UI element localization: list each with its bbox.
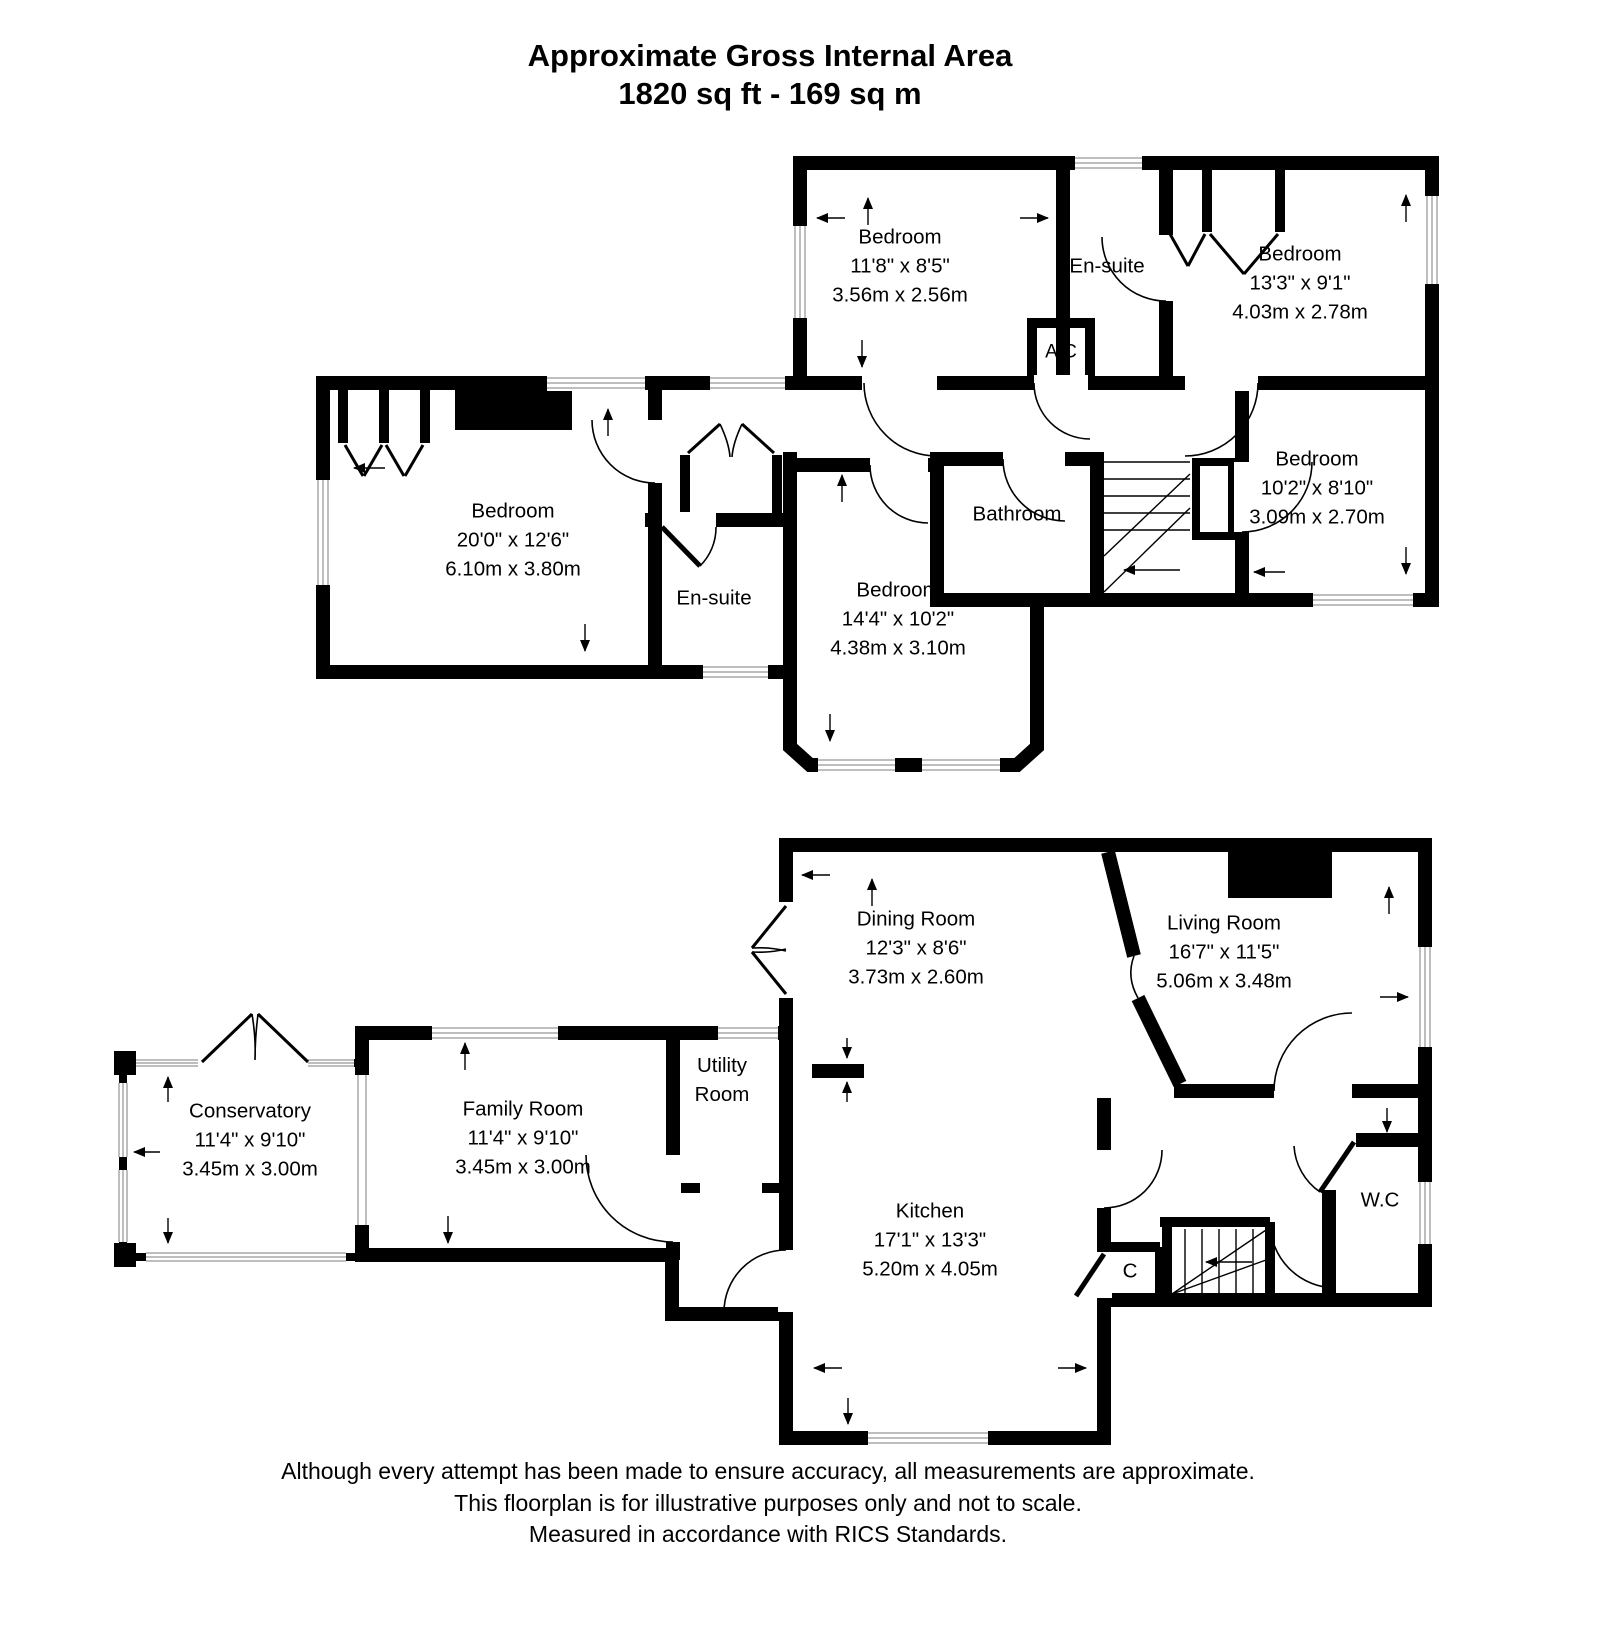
- label-dining-room: Dining Room 12'3" x 8'6" 3.73m x 2.60m: [848, 905, 984, 992]
- first-floor-windows: [315, 155, 1440, 773]
- ground-floor-door-openings: [354, 902, 1352, 1312]
- room-size-metric: 3.73m x 2.60m: [848, 965, 984, 989]
- room-name: Room: [694, 1083, 750, 1106]
- label-family-room: Family Room 11'4" x 9'10" 3.45m x 3.00m: [455, 1095, 591, 1182]
- room-size-imperial: 10'2" x 8'10": [1260, 476, 1374, 500]
- room-name: Bedroom: [1258, 242, 1342, 266]
- room-size-metric: 5.20m x 4.05m: [862, 1257, 998, 1281]
- room-size-metric: 6.10m x 3.80m: [445, 557, 581, 581]
- label-bedroom-master: Bedroom 20'0" x 12'6" 6.10m x 3.80m: [445, 497, 581, 584]
- room-name: En-suite: [1069, 254, 1145, 278]
- room-size-metric: 3.45m x 3.00m: [182, 1157, 318, 1181]
- first-floor-plan: [315, 155, 1440, 773]
- room-size-metric: 5.06m x 3.48m: [1156, 969, 1292, 993]
- room-name: Conservatory: [189, 1099, 311, 1123]
- stairs-cupboard: [1192, 458, 1236, 540]
- room-name: Dining Room: [856, 907, 976, 931]
- room-size-imperial: 17'1" x 13'3": [873, 1228, 987, 1252]
- first-floor-stairs: [1103, 461, 1191, 593]
- ground-floor-windows: [432, 947, 1433, 1446]
- room-size-metric: 4.38m x 3.10m: [830, 636, 966, 660]
- first-floor-dimension-arrows: [353, 194, 1411, 742]
- label-bedroom-top: Bedroom 11'8" x 8'5" 3.56m x 2.56m: [832, 223, 968, 310]
- room-size-imperial: 14'4" x 10'2": [841, 607, 955, 631]
- label-bedroom-topright: Bedroom 13'3" x 9'1" 4.03m x 2.78m: [1232, 240, 1368, 327]
- label-bedroom-right: Bedroom 10'2" x 8'10" 3.09m x 2.70m: [1249, 445, 1385, 532]
- label-ac-cupboard: A/C: [1045, 338, 1077, 367]
- conservatory-structure: [114, 1012, 366, 1267]
- first-floor-door-openings: [647, 235, 1258, 532]
- first-floor-partitions: [338, 170, 1285, 513]
- room-size-imperial: 12'3" x 8'6": [865, 936, 967, 960]
- room-size-metric: 4.03m x 2.78m: [1232, 300, 1368, 324]
- room-size-metric: 3.09m x 2.70m: [1249, 505, 1385, 529]
- room-name: Bedroom: [858, 225, 942, 249]
- room-name: A/C: [1045, 341, 1077, 363]
- label-conservatory: Conservatory 11'4" x 9'10" 3.45m x 3.00m: [182, 1097, 318, 1184]
- master-wardrobe-fill: [455, 390, 572, 430]
- ground-floor-plan: [114, 838, 1433, 1446]
- ground-floor-dimension-arrows: [133, 870, 1409, 1425]
- room-name: Bedroom: [471, 499, 555, 523]
- room-name: C: [1122, 1259, 1138, 1283]
- room-size-imperial: 11'8" x 8'5": [850, 254, 950, 278]
- ground-floor-walls: [666, 850, 1425, 1300]
- label-ensuite-master: En-suite: [676, 584, 751, 613]
- room-name: Utility: [696, 1054, 748, 1077]
- label-wc: W.C: [1361, 1186, 1400, 1215]
- room-size-metric: 3.56m x 2.56m: [832, 283, 968, 307]
- label-kitchen: Kitchen 17'1" x 13'3" 5.20m x 4.05m: [862, 1197, 998, 1284]
- room-size-imperial: 11'4" x 9'10": [194, 1128, 306, 1152]
- room-size-imperial: 11'4" x 9'10": [467, 1126, 579, 1150]
- label-ensuite-top: En-suite: [1069, 252, 1144, 281]
- footer-disclaimer-line3: Measured in accordance with RICS Standar…: [528, 1521, 1008, 1547]
- first-floor-doors: [343, 233, 1313, 568]
- room-name: Bathroom: [972, 502, 1062, 526]
- room-size-imperial: 13'3" x 9'1": [1249, 271, 1351, 295]
- wall-stub: [812, 1064, 864, 1078]
- room-name: En-suite: [676, 586, 752, 610]
- chimney-breast: [1228, 852, 1332, 898]
- room-name: Bedroom: [856, 578, 940, 602]
- ground-floor-partitions: [673, 1183, 1275, 1300]
- room-name: Living Room: [1167, 911, 1281, 935]
- room-size-metric: 3.45m x 3.00m: [455, 1155, 591, 1179]
- room-name: Kitchen: [895, 1199, 965, 1223]
- ground-floor-doors: [585, 905, 1357, 1313]
- page-title-line1: Approximate Gross Internal Area: [527, 38, 1013, 73]
- room-size-imperial: 16'7" x 11'5": [1168, 940, 1280, 964]
- label-living-room: Living Room 16'7" x 11'5" 5.06m x 3.48m: [1156, 909, 1292, 996]
- room-name: Bedroom: [1275, 447, 1359, 471]
- label-bedroom-middle: Bedroom 14'4" x 10'2" 4.38m x 3.10m: [830, 576, 966, 663]
- room-name: Family Room: [462, 1097, 584, 1121]
- page-title-line2: 1820 sq ft - 169 sq m: [618, 76, 922, 111]
- footer-disclaimer-line1: Although every attempt has been made to …: [281, 1458, 1255, 1484]
- footer-disclaimer-line2: This floorplan is for illustrative purpo…: [454, 1490, 1082, 1516]
- label-bathroom: Bathroom: [973, 500, 1062, 529]
- room-size-imperial: 20'0" x 12'6": [456, 528, 570, 552]
- label-cupboard: C: [1123, 1257, 1138, 1286]
- room-name: W.C: [1360, 1188, 1400, 1212]
- label-utility-room: Utility Room: [695, 1051, 750, 1109]
- ground-floor-stairs: [1171, 1229, 1267, 1295]
